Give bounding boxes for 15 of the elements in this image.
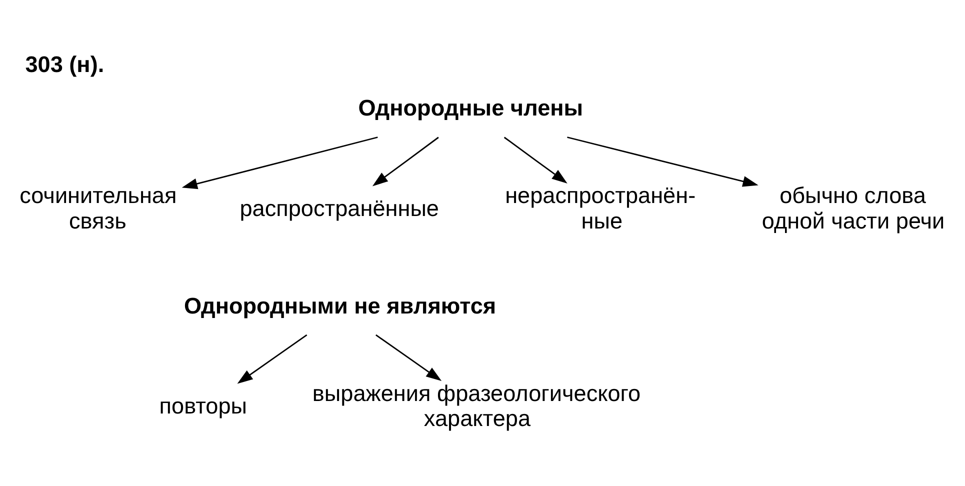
node-text: нераспространён- ные bbox=[505, 183, 696, 234]
arrow bbox=[237, 334, 308, 384]
node-text: Однородными не являются bbox=[184, 293, 496, 318]
arrow bbox=[372, 136, 439, 186]
node-text: повторы bbox=[159, 393, 248, 418]
node-text: Однородные члены bbox=[358, 96, 584, 121]
arrow bbox=[182, 136, 378, 190]
arrow bbox=[376, 334, 442, 382]
node-text: обычно слова одной части речи bbox=[762, 183, 945, 234]
arrow bbox=[567, 136, 758, 187]
node-text: сочинительная связь bbox=[20, 183, 177, 234]
node-text: распространённые bbox=[240, 196, 439, 221]
diagram-title: 303 (н). bbox=[25, 52, 104, 77]
node-text: выражения фразеологического характера bbox=[312, 380, 641, 432]
arrow bbox=[504, 136, 568, 184]
